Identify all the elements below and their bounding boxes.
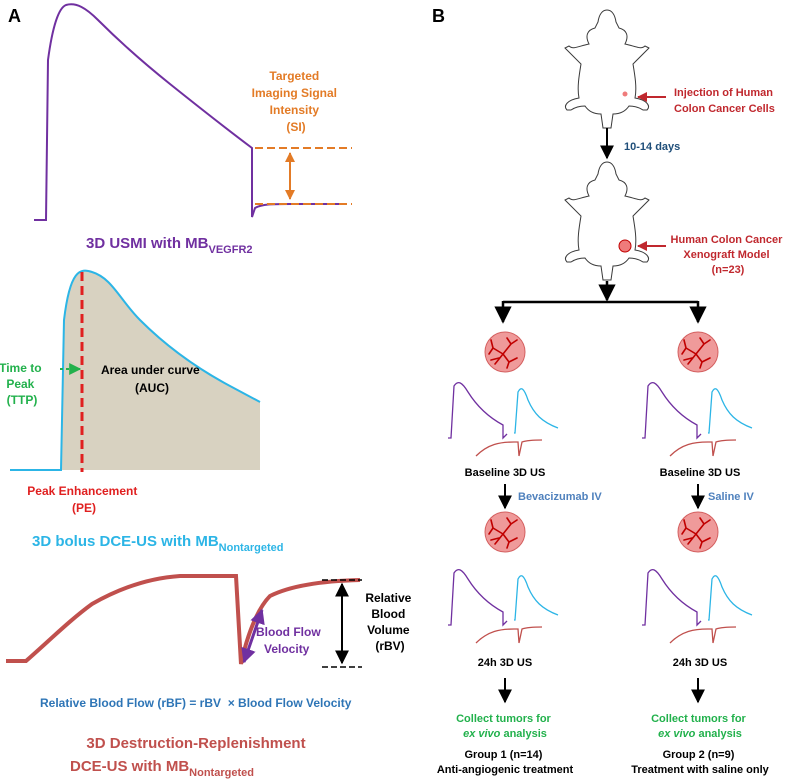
destruction-caption-1: 3D Destruction-Replenishment (86, 735, 305, 752)
destruction-curve (6, 574, 362, 668)
panel-a-label: A (8, 6, 21, 26)
si-label: Targeted Imaging Signal Intensity (SI) (252, 69, 341, 134)
tumor-arm1-baseline (484, 331, 526, 373)
usmi-caption: 3D USMI with MBVEGFR2 (86, 235, 253, 256)
bolus-curve (10, 269, 261, 472)
arm1-followup-label: 24h 3D US (478, 657, 532, 669)
auc-area (58, 270, 260, 470)
arm2-group-label: Group 2 (n=9) Treatment with saline only (631, 749, 769, 776)
si-indicator (255, 147, 352, 205)
curves-arm2-baseline (641, 381, 753, 457)
arm2-treatment-label: Saline IV (708, 491, 755, 503)
tumor-arm2-baseline (677, 331, 719, 373)
branch-lines (494, 281, 707, 324)
velocity-arrow (241, 608, 265, 664)
mouse-injection (564, 9, 650, 129)
curves-arm2-followup (641, 568, 753, 644)
arm1-collect-label: Collect tumors for ex vivo analysis (456, 713, 554, 740)
rbv-label: Relative Blood Volume (rBV) (365, 591, 414, 653)
curves-arm1-baseline (447, 381, 559, 457)
arm1-baseline-label: Baseline 3D US (465, 467, 546, 479)
injection-label: Injection of Human Colon Cancer Cells (674, 87, 776, 115)
arm2-baseline-label: Baseline 3D US (660, 467, 741, 479)
arm1-group-label: Group 1 (n=14) Anti-angiogenic treatment (437, 749, 574, 776)
tumor-arm2-followup (677, 511, 719, 553)
tumor-arm1-followup (484, 511, 526, 553)
curves-arm1-followup (447, 568, 559, 644)
bolus-caption: 3D bolus DCE-US with MBNontargeted (32, 533, 283, 554)
days-label: 10-14 days (624, 141, 680, 153)
arm2-followup-label: 24h 3D US (673, 657, 727, 669)
destruction-caption-2: DCE-US with MBNontargeted (70, 758, 254, 779)
rbf-formula: Relative Blood Flow (rBF) = rBV × Blood … (40, 696, 352, 710)
pe-label: Peak Enhancement (PE) (27, 484, 140, 515)
usmi-curve (34, 3, 340, 221)
arm2-collect-label: Collect tumors for ex vivo analysis (651, 713, 749, 740)
mouse-xenograft (564, 161, 650, 281)
xenograft-label: Human Colon Cancer Xenograft Model (n=23… (671, 234, 786, 276)
auc-label: Area under curve (AUC) (101, 363, 203, 395)
panel-b-label: B (432, 6, 445, 26)
arm1-treatment-label: Bevacizumab IV (518, 491, 602, 503)
ttp-label: Time to Peak (TTP) (0, 361, 45, 407)
velocity-label: Blood Flow Velocity (256, 625, 324, 656)
